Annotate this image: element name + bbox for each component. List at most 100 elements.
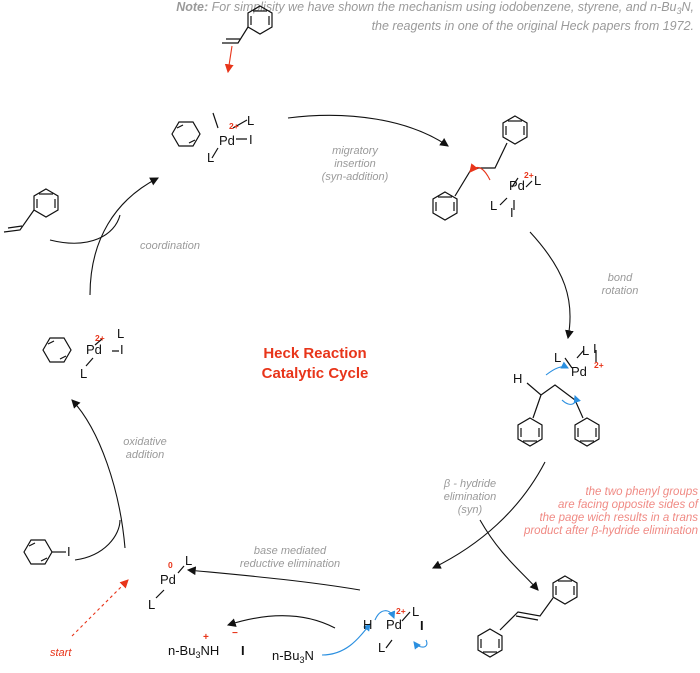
arylpd-phenyl xyxy=(42,337,72,363)
complex3-pd: Pd xyxy=(571,364,587,379)
step-oxidative-addition: oxidative addition xyxy=(105,436,185,462)
complex2-pd: Pd xyxy=(509,178,525,193)
pd0-l2: L xyxy=(148,597,156,612)
step-migratory-l1: migratory xyxy=(332,145,378,157)
ammonium-label: n-Bu3NH xyxy=(168,643,219,660)
complex3-chain xyxy=(526,382,584,419)
start-arrow xyxy=(71,579,129,637)
complex3-blue-arrow-2 xyxy=(561,394,581,405)
styrene-left-vinyl xyxy=(3,209,35,233)
styrene-left-ring xyxy=(33,188,59,218)
start-label: start xyxy=(50,647,72,659)
complex2-ring-top xyxy=(502,115,528,145)
diagram-title: Heck Reaction Catalytic Cycle xyxy=(240,344,390,384)
arrow-base xyxy=(226,615,336,629)
note: Note: For simplisity we have shown the m… xyxy=(134,0,694,34)
hpdi-l1: L xyxy=(412,604,420,619)
arrow-reductive xyxy=(186,566,361,591)
stereo-comment: the two phenyl groups are facing opposit… xyxy=(368,486,698,538)
complex1-i: I xyxy=(249,132,253,147)
pd0-l1: L xyxy=(185,553,193,568)
arrow-styrene-in xyxy=(49,214,121,244)
complex1-pd: Pd xyxy=(219,133,235,148)
arrow-bond-rotation xyxy=(529,231,574,340)
note-line2: the reagents in one of the original Heck… xyxy=(371,19,694,33)
pd0-pd: Pd xyxy=(160,572,176,587)
cycle-arrows xyxy=(49,114,574,629)
amine-end: N xyxy=(304,648,314,663)
step-migratory-insertion: migratory insertion (syn-addition) xyxy=(300,145,410,184)
note-prefix: Note: xyxy=(176,0,209,14)
step-coordination: coordination xyxy=(120,240,220,253)
styrene-top-ring xyxy=(247,5,273,35)
ammonium-end: NH xyxy=(200,643,220,658)
iodide-label: I xyxy=(241,643,245,658)
amine-sub: 3 xyxy=(299,655,305,665)
hpdi-i: I xyxy=(420,618,424,633)
complex3-blue-arrow-1 xyxy=(545,361,569,376)
iodide-charge: − xyxy=(232,628,238,639)
comment-l3: the page wich results in a trans xyxy=(539,512,698,524)
step-coordination-l1: coordination xyxy=(140,240,200,252)
complex3-ring-left xyxy=(517,417,543,447)
complex1-charge: 2+ xyxy=(229,121,239,131)
hpdi-h: H xyxy=(363,617,373,632)
step-beta-l1: β - hydride xyxy=(443,478,497,490)
title-line2: Catalytic Cycle xyxy=(261,365,369,382)
step-bond-rotation: bond rotation xyxy=(585,272,655,298)
complex2-l2: L xyxy=(490,198,498,213)
iodobenzene-ring xyxy=(23,539,53,565)
step-reductive-elimination: base mediated reductive elimination xyxy=(200,545,380,571)
hpdi-blue-arrow-1 xyxy=(374,610,396,621)
complex1-ligands xyxy=(211,112,248,159)
complex2-l1: L xyxy=(534,173,542,188)
complex3-h: H xyxy=(513,371,523,386)
ammonium-prefix: n-Bu xyxy=(168,643,196,658)
styrene-top-vinyl xyxy=(222,26,249,44)
complex3-l2: L xyxy=(582,343,590,358)
hpdi-blue-arrow-2 xyxy=(413,639,428,650)
complex3-l1: L xyxy=(554,350,562,365)
arylpd-l1: L xyxy=(117,326,125,341)
note-line1: For simplisity we have shown the mechani… xyxy=(211,0,677,14)
amine-prefix: n-Bu xyxy=(272,648,300,663)
step-bond-l1: bond xyxy=(607,272,633,284)
ammonium-sub: 3 xyxy=(195,650,201,660)
arylpd-l2: L xyxy=(80,366,88,381)
complex3-charge: 2+ xyxy=(594,360,604,370)
arylpd-pd: Pd xyxy=(86,342,102,357)
complex3-ring-right xyxy=(574,417,600,447)
step-bond-l2: rotation xyxy=(601,285,639,297)
complex2-charge: 2+ xyxy=(524,170,534,180)
arrow-oxidative xyxy=(71,399,126,549)
step-migratory-l3: (syn-addition) xyxy=(321,171,389,183)
complex2-chain xyxy=(454,142,508,197)
pd0-charge: 0 xyxy=(168,560,173,570)
complex1-red-arrow xyxy=(224,45,234,74)
step-beta-l3: (syn) xyxy=(457,504,483,516)
step-reductive-l1: base mediated xyxy=(253,545,327,557)
arrow-beta-hydride xyxy=(432,461,546,569)
arrow-product xyxy=(479,519,539,591)
step-oxidative-l1: oxidative xyxy=(123,436,167,448)
comment-l1: the two phenyl groups xyxy=(585,486,698,498)
step-oxidative-l2: addition xyxy=(125,449,165,461)
step-reductive-l2: reductive elimination xyxy=(239,558,341,570)
comment-l4: product after β-hydride elimination xyxy=(523,525,698,537)
hpdi-pd: Pd xyxy=(386,617,402,632)
complex2-ligands xyxy=(499,177,533,210)
complex2-red-arrow xyxy=(469,163,491,181)
step-beta-l2: elimination xyxy=(443,491,497,503)
complex1-l1: L xyxy=(247,113,255,128)
complex2-ring-bottom xyxy=(432,191,458,221)
arylpd-charge: 2+ xyxy=(95,333,105,343)
complex1-l2: L xyxy=(207,150,215,165)
comment-l2: are facing opposite sides of xyxy=(557,499,698,511)
note-line1-end: N, xyxy=(681,0,695,14)
title-line1: Heck Reaction xyxy=(263,345,367,362)
stilbene-ring-left xyxy=(477,628,503,658)
pd0-ligands xyxy=(155,565,185,599)
arylpd-ligands xyxy=(85,338,119,367)
hpdi-l2: L xyxy=(378,640,386,655)
step-beta-hydride: β - hydride elimination (syn) xyxy=(415,478,525,517)
